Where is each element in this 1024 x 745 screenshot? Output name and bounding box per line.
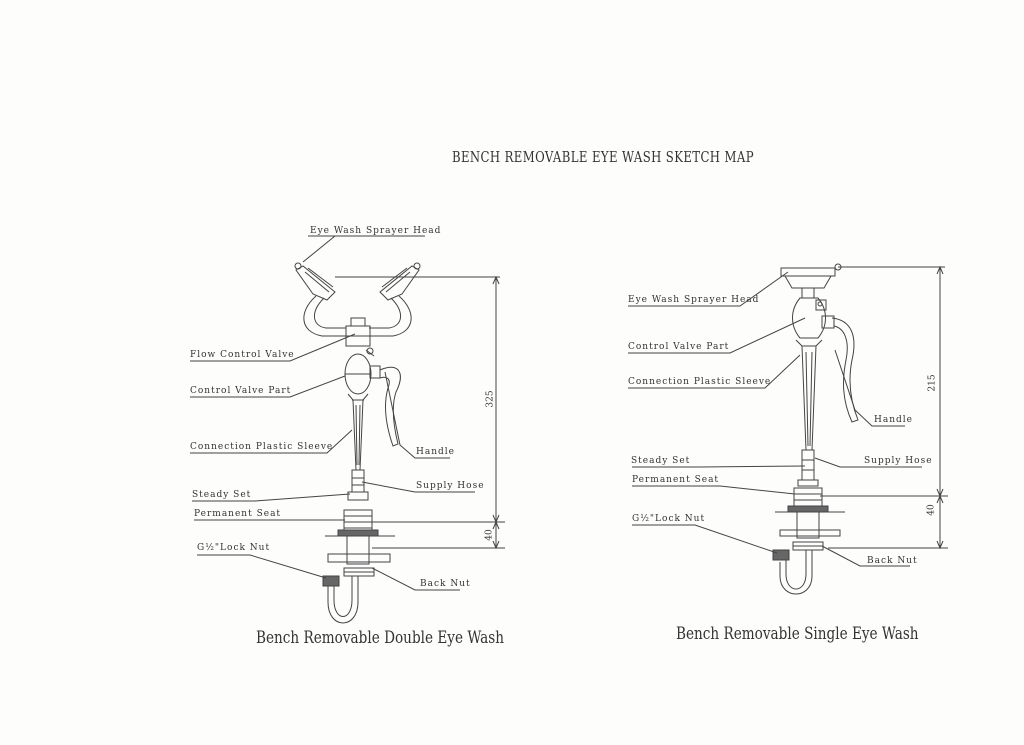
double-leader-lines xyxy=(190,236,475,590)
double-eye-wash-drawing xyxy=(295,263,420,623)
single-label-steady-set: Steady Set xyxy=(631,456,691,466)
single-caption: Bench Removable Single Eye Wash xyxy=(676,624,919,644)
single-label-control-valve-part: Control Valve Part xyxy=(628,342,730,352)
double-left-sprayer-head-icon xyxy=(295,263,335,300)
double-label-back-nut: Back Nut xyxy=(420,579,471,589)
double-dimension-lines xyxy=(335,277,505,548)
single-dimension-lines xyxy=(820,267,948,548)
single-leader-lines xyxy=(628,272,922,566)
double-label-connection-sleeve: Connection Plastic Sleeve xyxy=(190,442,334,452)
sheet-title: BENCH REMOVABLE EYE WASH SKETCH MAP xyxy=(452,148,754,166)
double-dim-total: 325 xyxy=(485,390,496,408)
single-label-supply-hose: Supply Hose xyxy=(864,456,933,466)
double-label-permanent-seat: Permanent Seat xyxy=(194,509,282,519)
double-label-lock-nut: G½"Lock Nut xyxy=(197,543,271,553)
single-label-lock-nut: G½"Lock Nut xyxy=(632,514,706,524)
single-label-back-nut: Back Nut xyxy=(867,556,918,566)
double-right-sprayer-head-icon xyxy=(380,263,420,300)
single-label-sprayer-head: Eye Wash Sprayer Head xyxy=(628,295,760,305)
single-label-connection-sleeve: Connection Plastic Sleeve xyxy=(628,377,772,387)
double-label-handle: Handle xyxy=(416,447,455,457)
double-dim-bottom: 40 xyxy=(484,529,495,541)
double-label-sprayer-head: Eye Wash Sprayer Head xyxy=(310,226,442,236)
single-dim-bottom: 40 xyxy=(926,504,937,516)
single-sprayer-head-icon xyxy=(781,264,841,288)
single-label-handle: Handle xyxy=(874,415,913,425)
double-label-steady-set: Steady Set xyxy=(192,490,252,500)
single-label-permanent-seat: Permanent Seat xyxy=(632,475,720,485)
double-caption: Bench Removable Double Eye Wash xyxy=(256,628,504,648)
single-dim-total: 215 xyxy=(927,374,938,392)
double-label-control-valve-part: Control Valve Part xyxy=(190,386,292,396)
single-eye-wash-drawing xyxy=(773,264,858,594)
double-label-flow-control-valve: Flow Control Valve xyxy=(190,350,295,360)
double-label-supply-hose: Supply Hose xyxy=(416,481,485,491)
